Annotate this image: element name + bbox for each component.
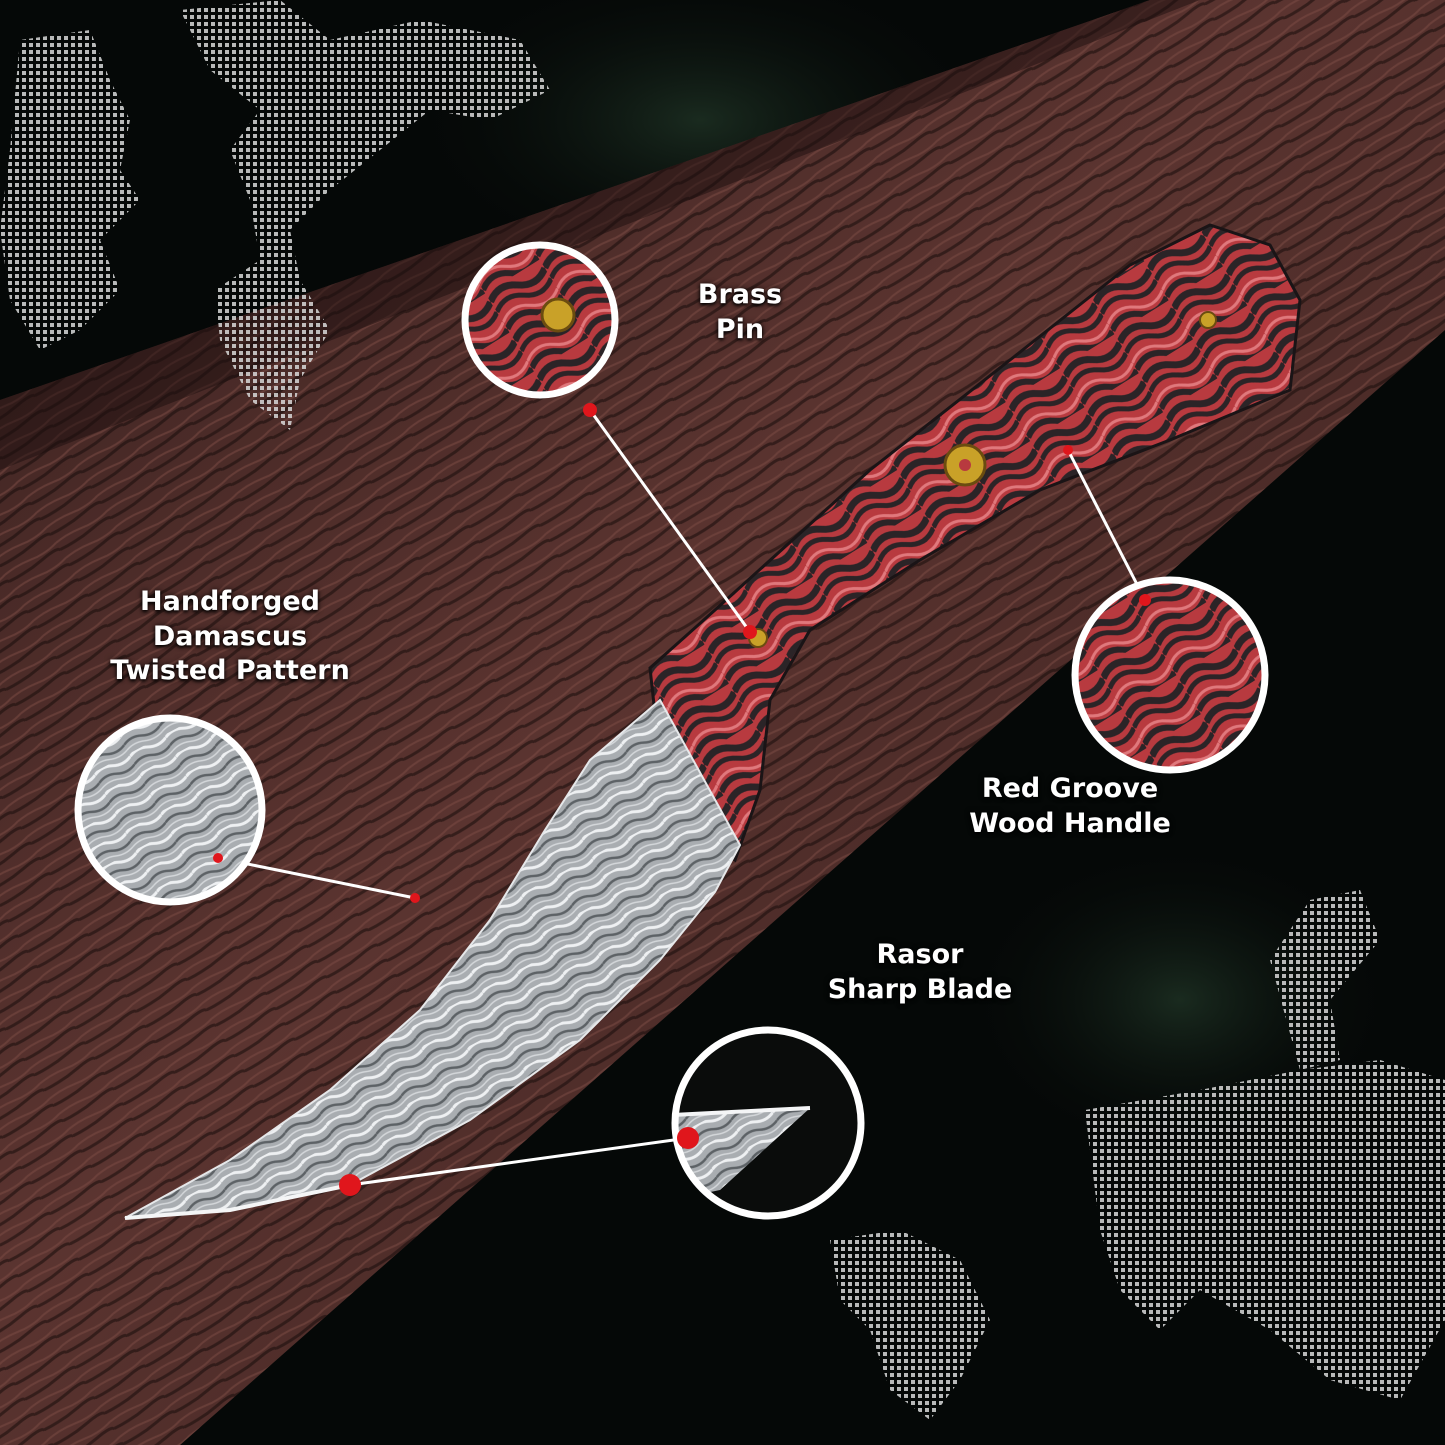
red-dot-icon	[583, 403, 597, 417]
red-dot-icon	[1063, 445, 1073, 455]
red-dot-icon	[1139, 594, 1151, 606]
damascus-blade	[124, 698, 742, 1220]
handle-label-line2: Wood Handle	[969, 807, 1171, 839]
blade-label: Rasor Sharp Blade	[780, 938, 1060, 1007]
damascus-label-line2: Damascus	[152, 620, 308, 652]
blade-label-line1: Rasor	[876, 939, 964, 970]
brass-pin-label-line2: Pin	[715, 313, 765, 345]
red-dot-icon	[213, 853, 223, 863]
handle-label-line1: Red Groove	[981, 773, 1159, 804]
red-dot-icon	[743, 625, 757, 639]
damascus-label-line3: Twisted Pattern	[110, 655, 350, 687]
damascus-label-line1: Handforged	[140, 586, 320, 617]
handle-label: Red Groove Wood Handle	[920, 772, 1220, 841]
handle-magnifier	[1071, 576, 1269, 774]
blade-label-line2: Sharp Blade	[827, 973, 1013, 1005]
red-dot-icon	[339, 1174, 361, 1196]
brass-pin-label-line1: Brass	[697, 279, 783, 310]
brass-pin-magnifier	[461, 241, 619, 399]
knife-handle	[648, 223, 1302, 863]
callout-lines	[217, 409, 1147, 1187]
blade-edge-magnifier	[671, 1026, 865, 1220]
callout-dots	[213, 403, 1151, 1196]
damascus-magnifier	[74, 714, 266, 906]
red-dot-icon	[410, 893, 420, 903]
red-dot-icon	[677, 1127, 699, 1149]
damascus-label: Handforged Damascus Twisted Pattern	[40, 585, 420, 689]
brass-pin-label: Brass Pin	[640, 278, 840, 347]
